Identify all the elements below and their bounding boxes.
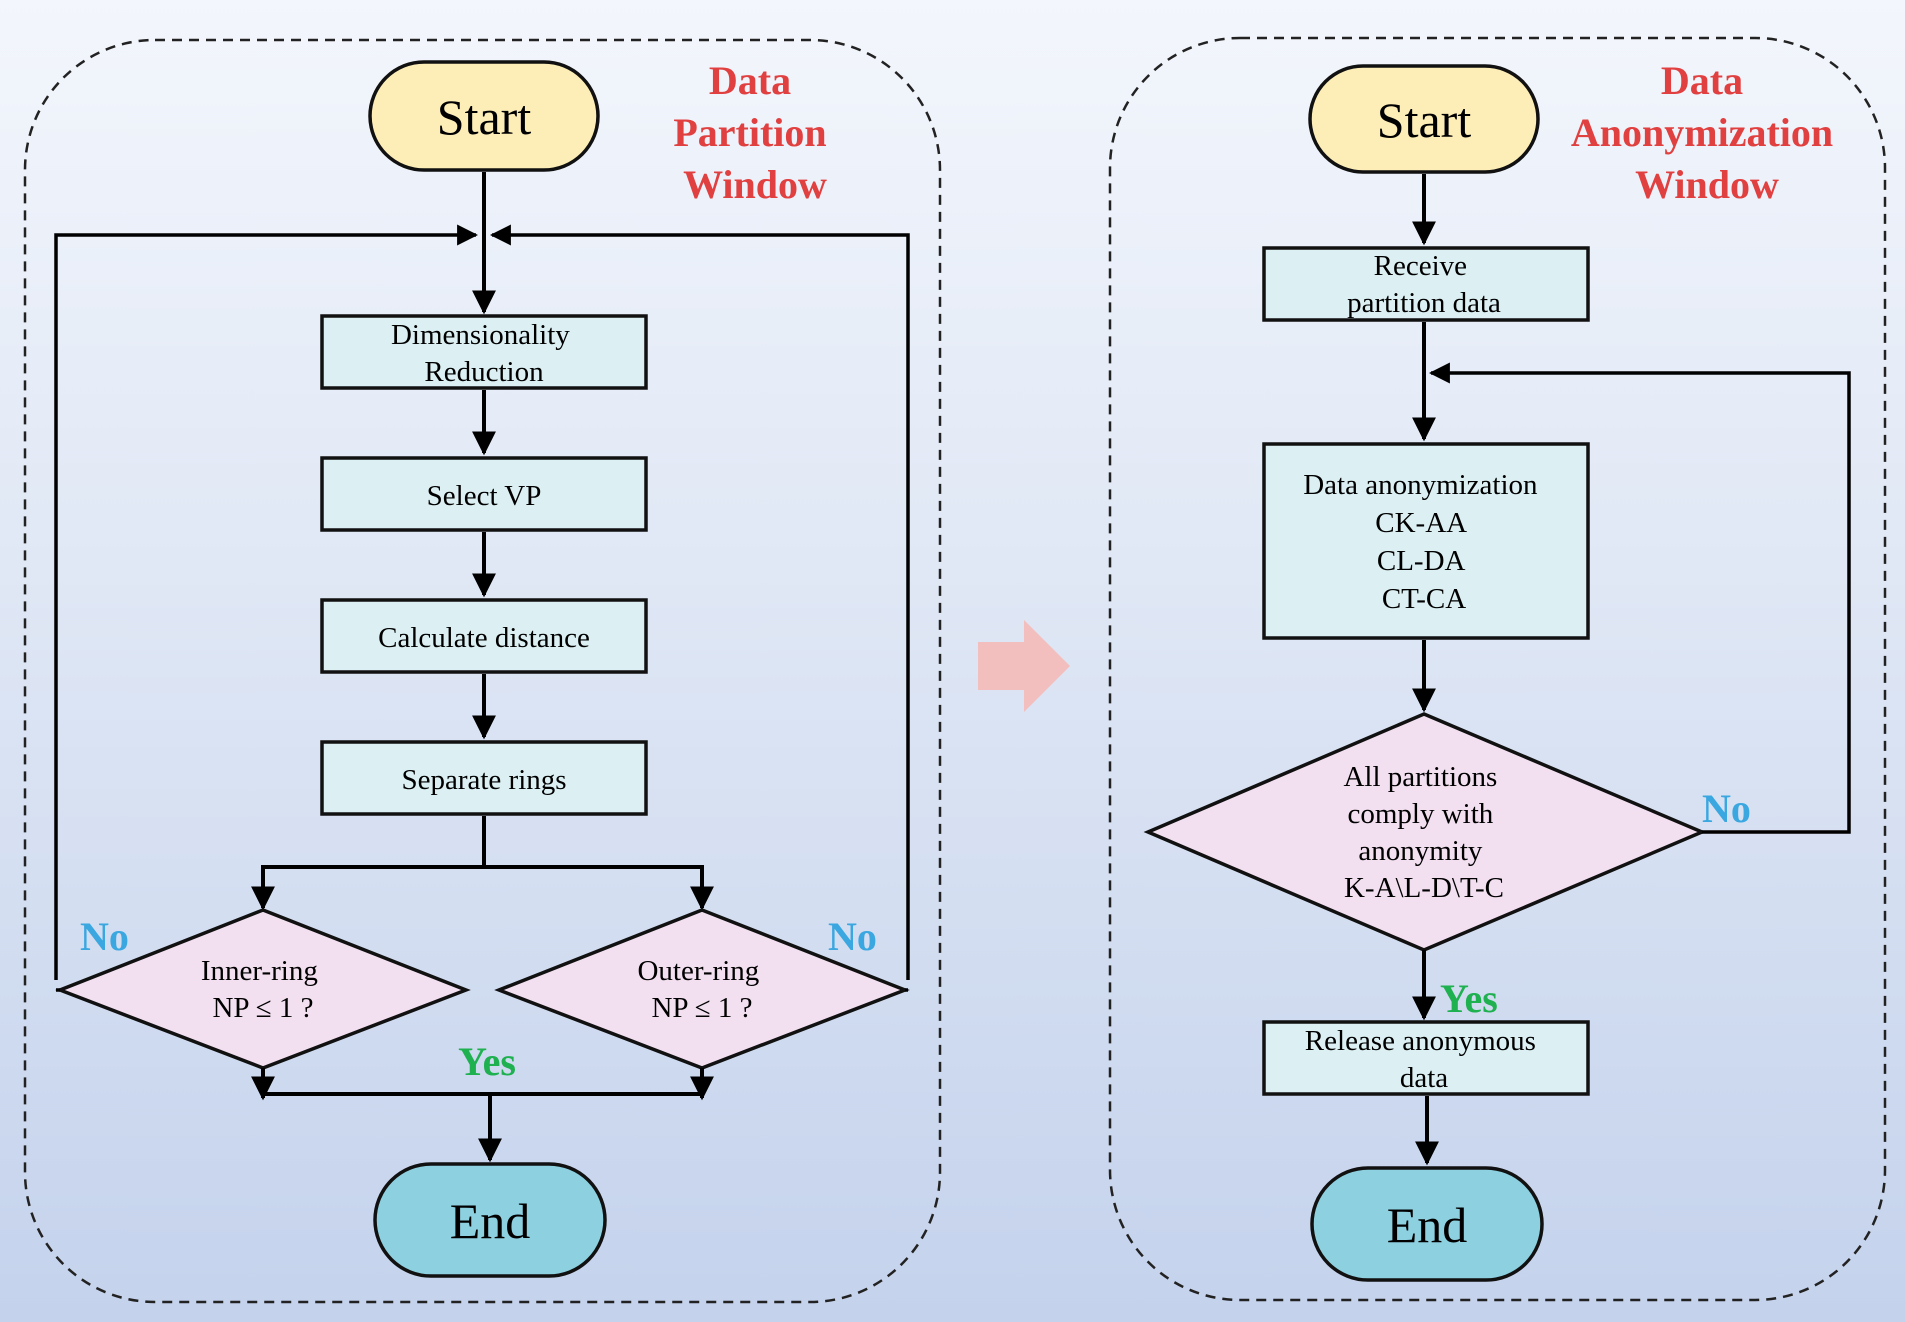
data-partition-window: Data Partition Window Start Dimensionali… — [23, 38, 942, 1304]
left-no-label-inner: No — [80, 914, 129, 959]
process-label: data — [1400, 1062, 1448, 1094]
process-label: Release anonymous — [1305, 1025, 1536, 1057]
right-window-frame — [1108, 36, 1887, 1302]
decision-label: comply with — [1347, 798, 1493, 830]
decision-label: All partitions — [1343, 761, 1497, 793]
process-label: CK-AA — [1375, 507, 1467, 539]
decision-label: Outer-ring — [637, 955, 759, 987]
process-label: Select VP — [427, 480, 542, 512]
process-separate-rings: Separate rings — [320, 740, 648, 816]
process-label: Separate rings — [401, 764, 566, 796]
process-label: Data anonymization — [1303, 469, 1538, 501]
right-title-line: Data — [1661, 58, 1743, 103]
left-end-label: End — [450, 1193, 531, 1249]
data-anonymization-window: Data Anonymization Window Start Receive … — [1108, 36, 1887, 1302]
svg-text:Receive partition data: Receive partition data — [1347, 250, 1501, 319]
process-release-anonymous-data: Release anonymous data — [1262, 1020, 1590, 1096]
right-yes-label: Yes — [1440, 976, 1498, 1021]
left-title-line: Data — [709, 58, 791, 103]
left-start-terminal: Start — [368, 60, 600, 172]
left-window-title: Data Partition Window — [673, 58, 836, 207]
right-title-line: Anonymization — [1571, 110, 1833, 155]
decision-label: NP ≤ 1 ? — [212, 992, 313, 1024]
process-label: Calculate distance — [378, 622, 590, 654]
svg-text:Inner-ring NP ≤ 1 ?: Inner-ring NP ≤ 1 ? — [201, 955, 325, 1024]
decision-label: NP ≤ 1 ? — [651, 992, 752, 1024]
svg-text:Data anonymization CK-: Data anonymization CK-AA CL-DA CT-CA — [1303, 469, 1545, 615]
process-calculate-distance: Calculate distance — [320, 598, 648, 674]
left-end-terminal: End — [373, 1162, 607, 1278]
svg-text:Outer-ring NP ≤ 1 ?: Outer-ring NP ≤ 1 ? — [637, 955, 766, 1024]
transition-arrow-icon — [978, 620, 1070, 712]
svg-text:All partitions comply: All partitions comply with anonymity K-A… — [1343, 761, 1504, 904]
decision-anonymity-compliance: All partitions comply with anonymity K-A… — [1143, 712, 1707, 952]
left-no-label-outer: No — [828, 914, 877, 959]
decision-inner-ring: Inner-ring NP ≤ 1 ? — [55, 908, 471, 1070]
left-yes-label: Yes — [458, 1039, 516, 1084]
process-receive-partition-data: Receive partition data — [1262, 246, 1590, 322]
left-title-line: Window — [683, 162, 827, 207]
process-label: Dimensionality — [391, 319, 570, 351]
right-end-label: End — [1387, 1197, 1468, 1253]
process-select-vp: Select VP — [320, 456, 648, 532]
decision-label: anonymity — [1358, 835, 1483, 867]
right-start-label: Start — [1377, 92, 1472, 148]
decision-label: K-A\L-D\T-C — [1344, 872, 1504, 904]
process-dimensionality-reduction: Dimensionality Reduction — [320, 314, 648, 390]
right-no-label: No — [1702, 786, 1751, 831]
right-window-title: Data Anonymization Window — [1571, 58, 1843, 207]
right-end-terminal: End — [1310, 1166, 1544, 1282]
process-label: partition data — [1347, 287, 1501, 319]
svg-text:Dimensionality Reducti: Dimensionality Reduction — [391, 319, 577, 388]
left-window-frame — [23, 38, 942, 1304]
right-title-line: Window — [1635, 162, 1779, 207]
left-start-label: Start — [437, 89, 532, 145]
process-label: Reduction — [424, 356, 544, 388]
process-label: CT-CA — [1382, 583, 1466, 615]
decision-label: Inner-ring — [201, 955, 318, 987]
left-title-line: Partition — [673, 110, 826, 155]
process-data-anonymization: Data anonymization CK-AA CL-DA CT-CA — [1262, 442, 1590, 640]
right-start-terminal: Start — [1308, 64, 1540, 174]
process-label: Receive — [1374, 250, 1467, 282]
svg-text:Release anonymous data: Release anonymous data — [1305, 1025, 1543, 1094]
process-label: CL-DA — [1377, 545, 1466, 577]
